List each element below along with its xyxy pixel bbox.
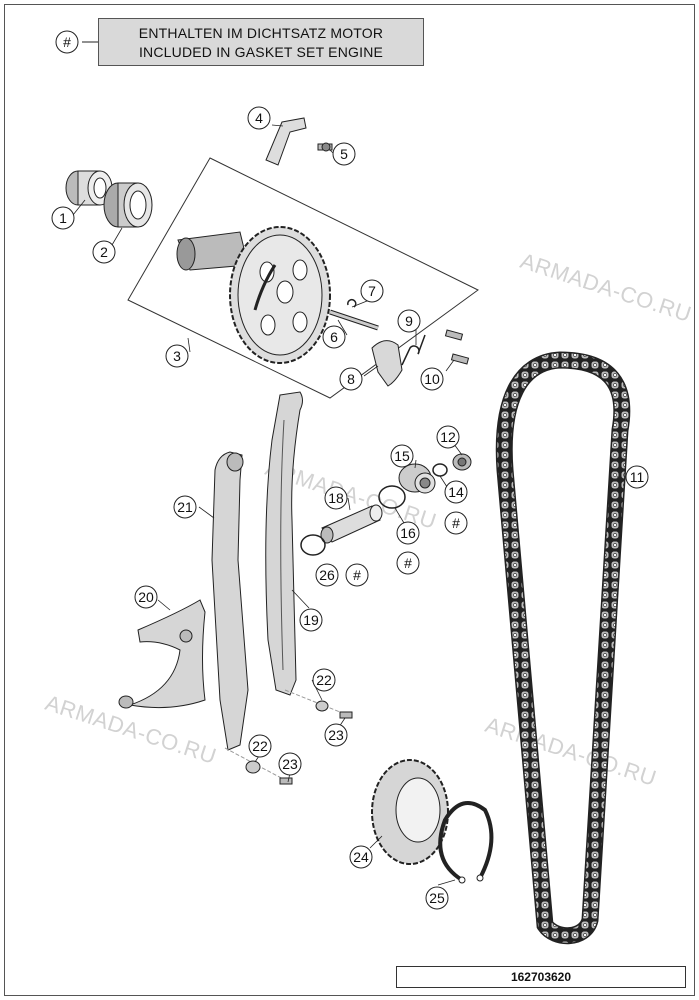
diagram-code: 162703620 — [396, 966, 686, 988]
callout-3-label: 3 — [173, 348, 181, 364]
callout-3: 3 — [165, 344, 189, 368]
callout-16h: # — [396, 551, 420, 575]
callout-21: 21 — [173, 495, 197, 519]
callout-6-label: 6 — [330, 329, 338, 345]
legend-symbol-callout: # — [55, 30, 79, 54]
callout-24-label: 24 — [353, 849, 369, 865]
callout-8: 8 — [339, 367, 363, 391]
callout-25-label: 25 — [429, 890, 445, 906]
callout-1: 1 — [51, 206, 75, 230]
callout-11-label: 11 — [630, 469, 645, 485]
callout-22b-label: 22 — [252, 738, 268, 754]
chain-guide-rail-icon — [265, 391, 303, 696]
callout-2: 2 — [92, 240, 116, 264]
callout-14-label: 14 — [448, 484, 464, 500]
callout-23a-label: 23 — [328, 727, 344, 743]
callout-11: 11 — [625, 465, 649, 489]
o-ring-14-icon — [432, 463, 448, 477]
callout-16: 16 — [396, 521, 420, 545]
callout-20: 20 — [134, 585, 158, 609]
callout-5: 5 — [332, 142, 356, 166]
callout-4-label: 4 — [255, 110, 263, 126]
legend-line-de: ENTHALTEN IM DICHTSATZ MOTOR — [138, 25, 384, 41]
callout-22a: 22 — [312, 668, 336, 692]
lever-icon — [265, 117, 307, 166]
decompression-shaft-icon — [329, 309, 379, 331]
callout-16-label: 16 — [400, 525, 416, 541]
callout-23b: 23 — [278, 752, 302, 776]
callout-14h-label: # — [452, 515, 460, 531]
callout-22b: 22 — [248, 734, 272, 758]
callout-26h: # — [345, 563, 369, 587]
crankshaft-sprocket-icon — [371, 759, 449, 865]
callout-8-label: 8 — [347, 371, 355, 387]
callout-12-label: 12 — [440, 429, 456, 445]
callout-10: 10 — [420, 367, 444, 391]
callouts: 12345678910111214#1516#18192021222223232… — [51, 30, 649, 910]
bolt-upper-icon — [284, 689, 353, 719]
callout-18: 18 — [324, 486, 348, 510]
callout-16h-label: # — [404, 555, 412, 571]
callout-26-label: 26 — [319, 567, 335, 583]
callout-12: 12 — [436, 425, 460, 449]
callout-15-label: 15 — [394, 448, 410, 464]
tensioner-cap-icon — [452, 453, 472, 471]
callout-18-label: 18 — [328, 490, 344, 506]
callout-10-label: 10 — [424, 371, 440, 387]
callout-23b-label: 23 — [282, 756, 298, 772]
legend-symbol-callout-label: # — [63, 34, 71, 50]
camshaft-sprocket-icon — [176, 226, 331, 364]
circlip-icon — [438, 800, 494, 884]
callout-15: 15 — [390, 444, 414, 468]
diagram-frame — [4, 4, 695, 996]
callout-22a-label: 22 — [316, 672, 332, 688]
callout-19-label: 19 — [303, 612, 319, 628]
callout-26h-label: # — [353, 567, 361, 583]
callout-1-label: 1 — [59, 210, 67, 226]
callout-26: 26 — [315, 563, 339, 587]
tensioner-rail-icon — [211, 451, 249, 751]
callout-14h: # — [444, 511, 468, 535]
screw-pair-icon — [444, 329, 470, 365]
small-screw-icon — [317, 142, 333, 152]
callout-6: 6 — [322, 325, 346, 349]
tensioner-plug-icon — [398, 463, 436, 494]
callout-23a: 23 — [324, 723, 348, 747]
callout-4: 4 — [247, 106, 271, 130]
callout-7: 7 — [360, 279, 384, 303]
lower-guide-icon — [118, 599, 206, 709]
callout-7-label: 7 — [368, 283, 376, 299]
tensioner-piston-icon — [320, 504, 383, 544]
o-ring-26-icon — [300, 534, 326, 556]
callout-5-label: 5 — [340, 146, 348, 162]
o-ring-16-icon — [378, 485, 406, 509]
camshaft-group-outline — [127, 157, 479, 399]
callout-21-label: 21 — [177, 499, 193, 515]
callout-14: 14 — [444, 480, 468, 504]
callout-9-label: 9 — [405, 313, 413, 329]
timing-chain-icon — [495, 351, 631, 945]
legend-box: ENTHALTEN IM DICHTSATZ MOTOR INCLUDED IN… — [98, 18, 424, 66]
legend-line-en: INCLUDED IN GASKET SET ENGINE — [138, 44, 384, 60]
torsion-spring-icon — [401, 334, 426, 366]
callout-24: 24 — [349, 845, 373, 869]
callout-2-label: 2 — [100, 244, 108, 260]
callout-25: 25 — [425, 886, 449, 910]
decompression-weight-icon — [371, 340, 403, 387]
callout-9: 9 — [397, 309, 421, 333]
callout-20-label: 20 — [138, 589, 154, 605]
bolt-lower-icon — [224, 747, 293, 785]
ball-bearing-icon — [103, 182, 153, 228]
callout-19: 19 — [299, 608, 323, 632]
